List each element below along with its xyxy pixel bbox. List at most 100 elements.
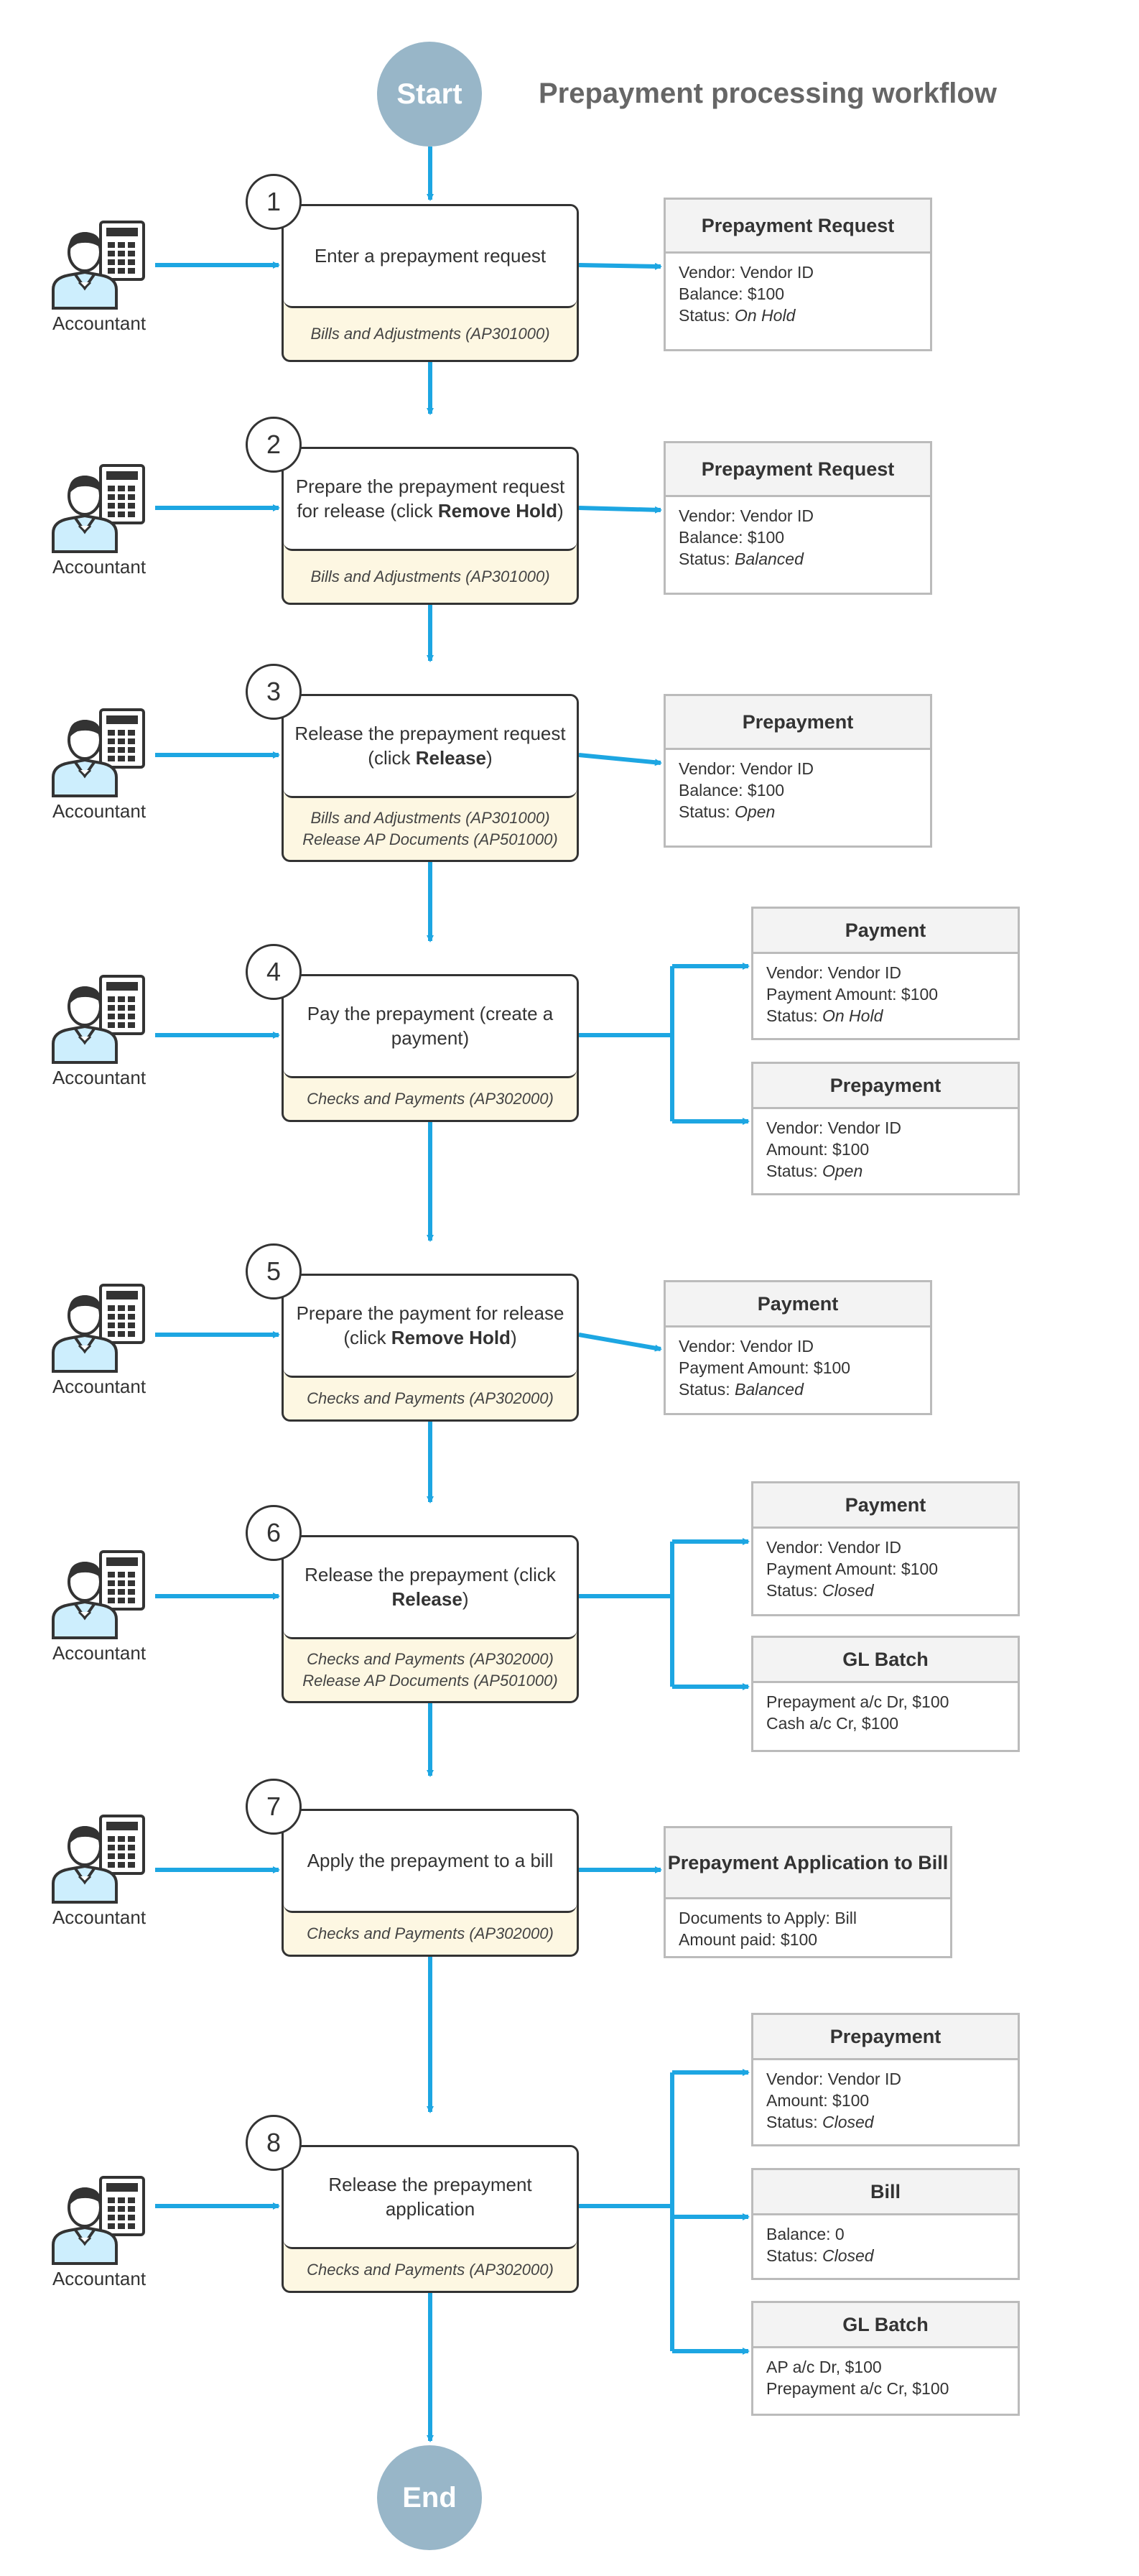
step-action-text: Release the prepayment (click Release) [289, 1563, 571, 1612]
step-5-number: 5 [246, 1243, 302, 1299]
output-card-title: Prepayment Request [666, 443, 930, 497]
output-card-line: Vendor: Vendor ID [766, 2069, 1005, 2090]
action-button-name: Remove Hold [391, 1326, 511, 1348]
step-3-output-arrow [578, 753, 662, 766]
output-card-line: Vendor: Vendor ID [766, 1537, 1005, 1559]
actor-label: Accountant [52, 1067, 147, 1088]
output-card-line: Cash a/c Cr, $100 [766, 1713, 1005, 1735]
output-status-value: Closed [822, 2112, 874, 2131]
output-card-line: Status: On Hold [679, 305, 917, 327]
output-field-text: Vendor: Vendor ID [766, 963, 901, 982]
output-card-line: Amount: $100 [766, 2090, 1005, 2112]
step-2-number: 2 [246, 417, 302, 473]
step-2-action: Prepare the prepayment request for relea… [284, 449, 577, 551]
screen-reference: Release AP Documents (AP501000) [302, 830, 558, 848]
output-field-text: Status: [766, 1161, 822, 1180]
accountant-icon [52, 2176, 145, 2265]
screen-reference: Checks and Payments (AP302000) [307, 1389, 554, 1408]
step-2-screens: Bills and Adjustments (AP301000) [284, 551, 577, 603]
actor-label: Accountant [52, 1642, 147, 1664]
step-5-box: Prepare the payment for release (click R… [282, 1274, 579, 1422]
step-action-text: Release the prepayment application [289, 2173, 571, 2222]
output-card-line: Status: Open [679, 802, 917, 823]
output-card-line: Status: On Hold [766, 1006, 1005, 1027]
step-5-output-arrow [578, 1333, 662, 1352]
output-status-value: On Hold [822, 1006, 883, 1025]
step-7-action: Apply the prepayment to a bill [284, 1811, 577, 1913]
step-1-screens: Bills and Adjustments (AP301000) [284, 308, 577, 360]
actor-label: Accountant [52, 556, 147, 578]
output-status-value: Open [822, 1161, 863, 1180]
step-1-output-arrow [578, 262, 662, 270]
start-node: Start [377, 42, 482, 147]
action-button-name: Release [415, 746, 487, 769]
output-card-line: Balance: $100 [679, 527, 917, 549]
output-card-line: Vendor: Vendor ID [679, 759, 917, 780]
output-field-text: Vendor: Vendor ID [766, 1118, 901, 1137]
output-card-title: Prepayment Application to Bill [666, 1828, 950, 1899]
step-action-text: Apply the prepayment to a bill [307, 1849, 554, 1873]
output-field-text: Cash a/c Cr, $100 [766, 1713, 899, 1733]
actor-label: Accountant [52, 800, 147, 822]
output-card-line: Prepayment a/c Cr, $100 [766, 2378, 1005, 2400]
output-field-text: Balance: 0 [766, 2225, 845, 2243]
step-3-box: Release the prepayment request (click Re… [282, 694, 579, 862]
accountant-icon [52, 1815, 145, 1904]
actor-label: Accountant [52, 1376, 147, 1397]
step-action-text: Prepare the prepayment request for relea… [289, 475, 571, 524]
output-card-title: Payment [666, 1282, 930, 1328]
output-field-text: Status: [679, 549, 735, 568]
output-field-text: Balance: $100 [679, 284, 785, 303]
action-button-name: Remove Hold [437, 499, 557, 522]
output-card-title: GL Batch [753, 2303, 1018, 2348]
step-5-action: Prepare the payment for release (click R… [284, 1276, 577, 1378]
step-7-actor: Accountant [42, 1813, 157, 1929]
output-field-text: Balance: $100 [679, 527, 785, 547]
step-6-action: Release the prepayment (click Release) [284, 1537, 577, 1639]
output-field-text: Status: [766, 1006, 822, 1025]
output-card-title: Prepayment [753, 1064, 1018, 1109]
output-field-text: Prepayment a/c Dr, $100 [766, 1692, 949, 1711]
action-text: ) [510, 1326, 517, 1348]
action-text: Enter a prepayment request [314, 244, 547, 267]
output-field-text: Vendor: Vendor ID [679, 759, 814, 778]
accountant-icon [52, 221, 145, 310]
output-card-line: Documents to Apply: Bill [679, 1908, 937, 1929]
accountant-icon [52, 975, 145, 1064]
output-card-line: Status: Balanced [679, 1379, 917, 1401]
actor-label: Accountant [52, 2268, 147, 2289]
actor-label: Accountant [52, 1906, 147, 1928]
output-field-text: Vendor: Vendor ID [679, 1337, 814, 1356]
screen-reference: Bills and Adjustments (AP301000) [310, 325, 550, 343]
action-text: Apply the prepayment to a bill [307, 1849, 554, 1871]
output-card-line: Status: Closed [766, 1580, 1005, 1602]
step-action-text: Enter a prepayment request [315, 244, 546, 269]
output-card-line: Balance: $100 [679, 284, 917, 305]
screen-reference: Checks and Payments (AP302000) [307, 1090, 554, 1108]
action-button-name: Release [391, 1588, 462, 1610]
step-6-number: 6 [246, 1505, 302, 1561]
output-card-line: Status: Closed [766, 2246, 1005, 2267]
output-card-line: Vendor: Vendor ID [766, 1118, 1005, 1139]
output-card-line: Status: Open [766, 1161, 1005, 1182]
output-card-line: Payment Amount: $100 [766, 984, 1005, 1006]
output-card-line: Payment Amount: $100 [766, 1559, 1005, 1580]
accountant-icon [52, 1550, 145, 1639]
output-card-line: Balance: 0 [766, 2224, 1005, 2246]
screen-reference: Release AP Documents (AP501000) [302, 1672, 558, 1690]
